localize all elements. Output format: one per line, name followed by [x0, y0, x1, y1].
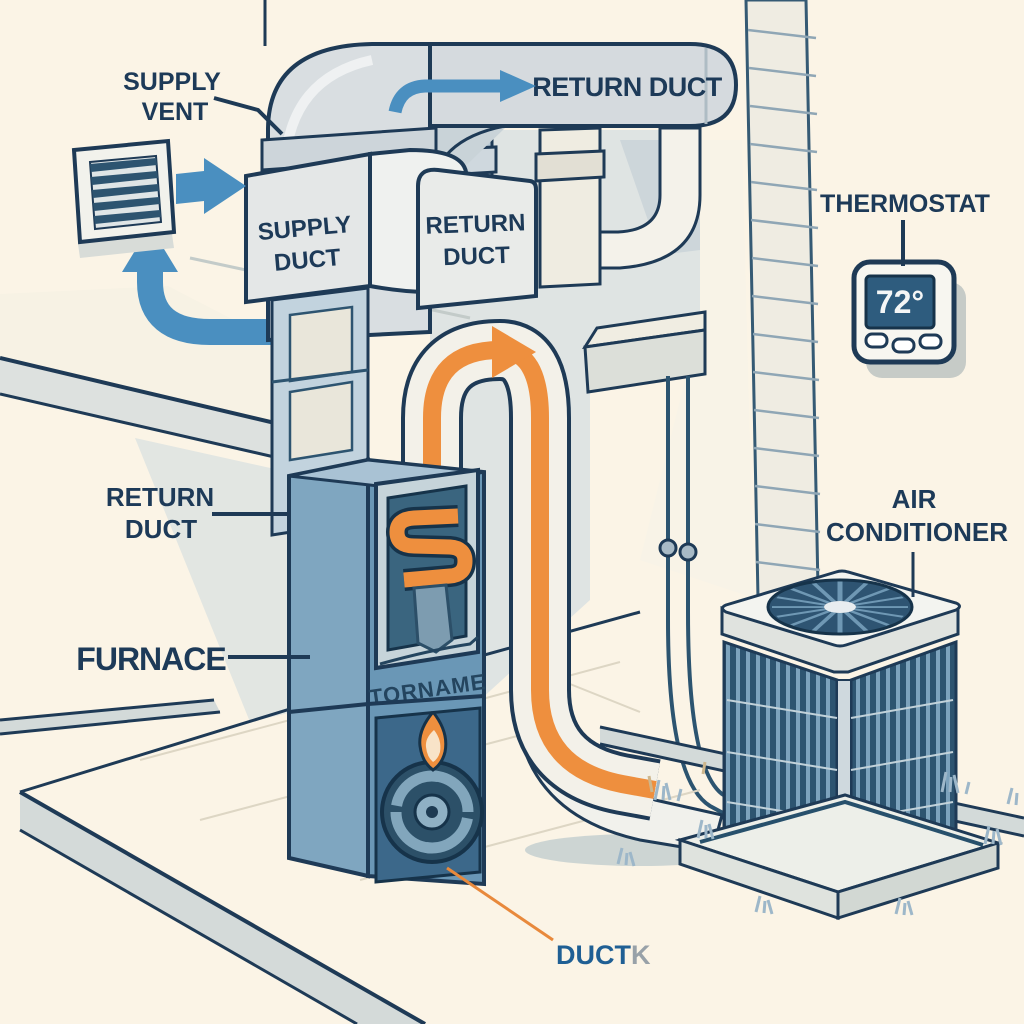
supply-vent-grille: [71, 138, 177, 258]
thermostat-screen: [864, 274, 936, 330]
duct-bottom-label: DUCTK: [556, 940, 651, 970]
thermostat-button: [864, 332, 889, 349]
supply-vent-label-line2: VENT: [142, 98, 209, 126]
thermostat-temperature: 72°: [876, 284, 924, 320]
svg-text:RETURN: RETURN: [425, 209, 526, 239]
return-duct-plenum-label: RETURN DUCT: [425, 209, 526, 271]
pipe-connector: [658, 538, 678, 558]
flame-icon: [418, 711, 448, 772]
air-conditioner-label-line1: AIR: [892, 484, 937, 514]
heat-exchanger-coil-icon: [385, 505, 477, 654]
return-duct-face: [416, 167, 538, 311]
blower-fan-icon: [380, 760, 484, 864]
air-conditioner-label-line2: CONDITIONER: [826, 517, 1008, 547]
svg-text:DUCT: DUCT: [273, 244, 342, 277]
supply-duct-face: [244, 151, 372, 305]
pipe-connector: [678, 542, 698, 562]
return-hook-duct: [583, 126, 702, 270]
thermostat-button: [918, 333, 943, 350]
furnace-side-face: [287, 457, 370, 879]
svg-text:DUCT: DUCT: [443, 242, 511, 271]
orange-flow-line: [423, 340, 657, 799]
supply-vent-label-line1: SUPPLY: [123, 68, 221, 96]
horizontal-return-duct: [428, 42, 739, 128]
supply-duct-plenum-label: SUPPLY DUCT: [257, 211, 353, 277]
basement-wall-shadow: [135, 438, 293, 722]
furnace-label: FURNACE: [76, 641, 226, 677]
return-airflow-arrow: [388, 70, 536, 114]
orange-flow-arrowhead: [492, 326, 536, 378]
ac-pad: [674, 793, 1004, 921]
diagram-labels: SUPPLY VENT RETURN DUCT FURNACE THERMOST…: [76, 68, 1008, 970]
floor-beam: [582, 310, 707, 394]
badge-swoosh: [379, 635, 479, 666]
grass: [616, 761, 1019, 916]
duct-leader-line: [446, 866, 554, 942]
thermostat: 72°: [851, 259, 966, 378]
arch-duct: [401, 318, 661, 821]
thermostat-label: THERMOSTAT: [820, 190, 990, 218]
return-duct-side-label-line1: RETURN: [106, 482, 214, 512]
plenum-box: SUPPLY DUCT RETURN DUCT: [244, 147, 538, 311]
thermostat-button: [891, 337, 916, 354]
ac-fan-icon: [766, 578, 914, 636]
return-duct-top-label: RETURN DUCT: [532, 72, 722, 102]
siding-wall: [744, 0, 821, 600]
return-duct-side-label-line2: DUCT: [125, 514, 197, 544]
coil-funnel: [412, 583, 454, 654]
leader-lines: [212, 96, 915, 659]
vent-out-arrow-icon: [176, 158, 246, 214]
air-conditioner-unit: [720, 569, 961, 879]
furnace-unit: TORNAME: [287, 457, 488, 887]
